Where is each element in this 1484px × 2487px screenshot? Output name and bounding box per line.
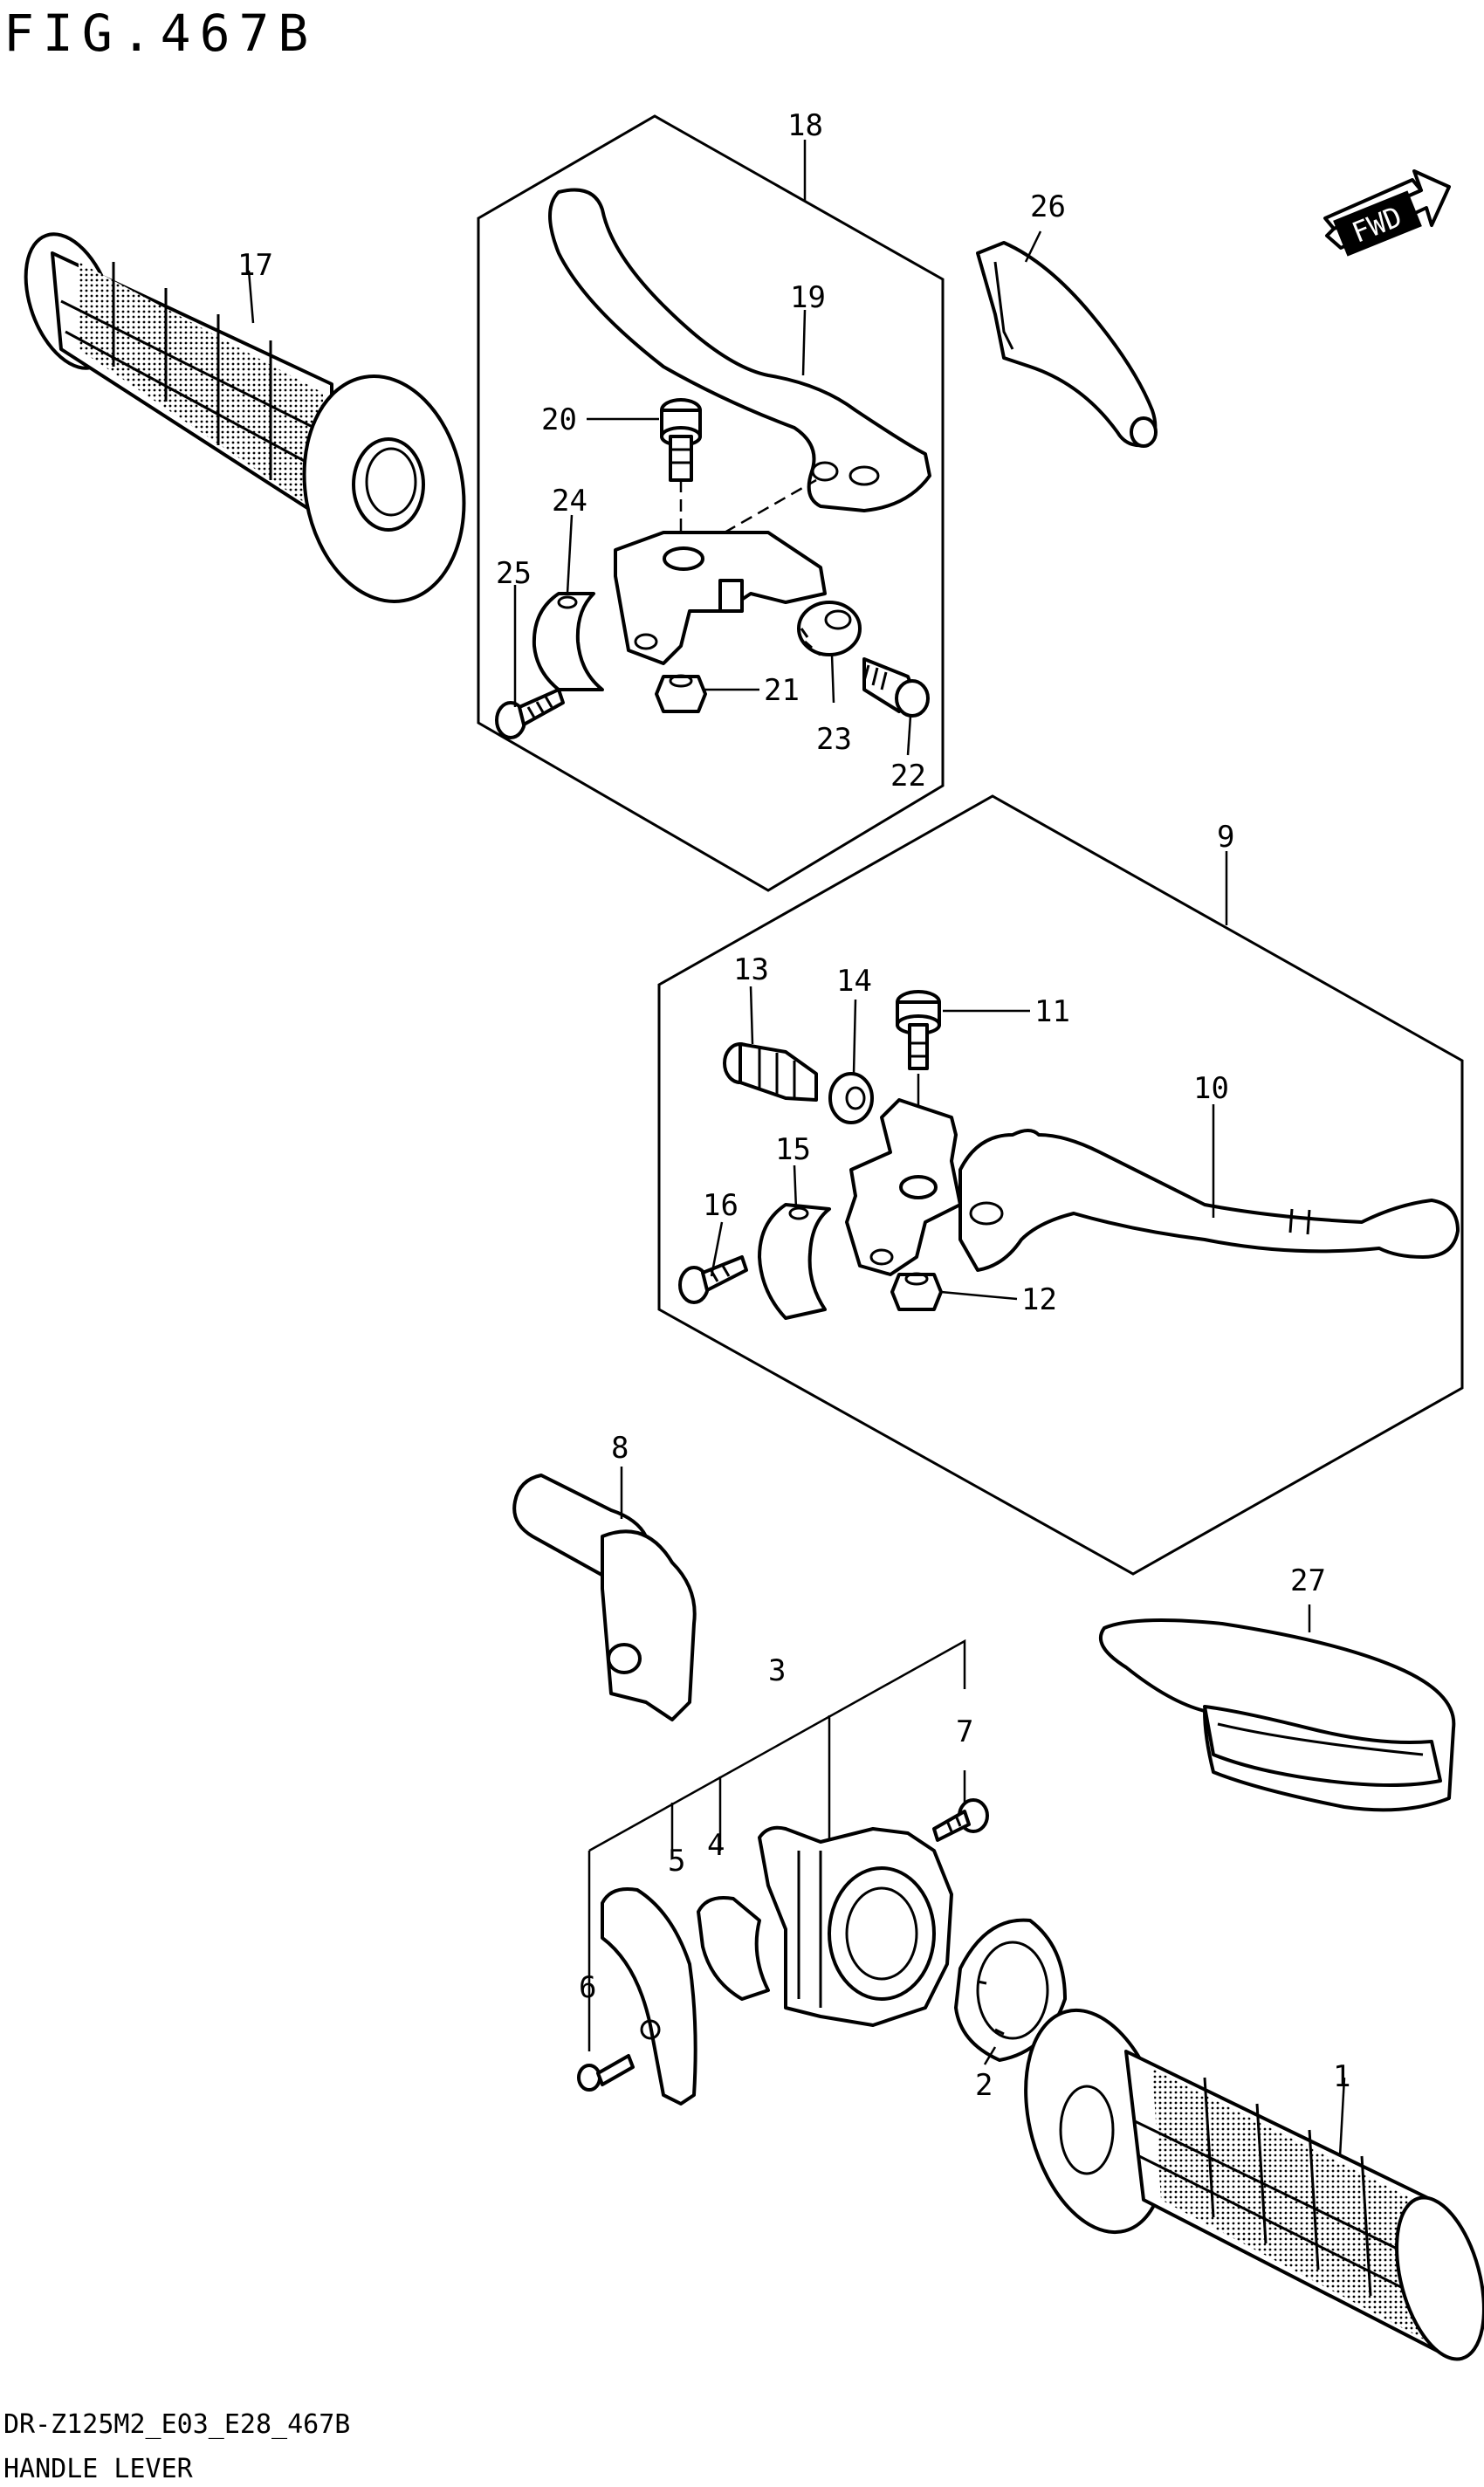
brake-lever-part bbox=[548, 188, 931, 512]
leader-3-assembly bbox=[587, 1639, 966, 2051]
callout-23: 23 bbox=[816, 722, 852, 757]
callout-5: 5 bbox=[668, 1844, 685, 1879]
callout-9: 9 bbox=[1217, 820, 1234, 855]
group-box-18 bbox=[477, 114, 945, 892]
callout-21: 21 bbox=[764, 673, 800, 708]
hand-guard-part bbox=[1099, 1618, 1456, 1812]
callout-16: 16 bbox=[703, 1188, 739, 1223]
callout-25: 25 bbox=[496, 556, 532, 591]
callout-2: 2 bbox=[975, 2068, 993, 2103]
leader-lines bbox=[247, 140, 1346, 2157]
clutch-adjuster-screw-part bbox=[723, 1042, 818, 1102]
switch-screw-part bbox=[932, 1798, 989, 1842]
grip-right-part bbox=[1024, 2008, 1484, 2361]
callout-8: 8 bbox=[611, 1431, 629, 1466]
callout-12: 12 bbox=[1021, 1282, 1057, 1317]
pivot-bolt-part bbox=[660, 398, 702, 482]
fwd-arrow-icon: FWD bbox=[1323, 169, 1451, 257]
callout-labels: 1 2 3 4 5 6 7 8 9 10 11 12 13 14 15 16 1… bbox=[237, 108, 1350, 2103]
lever-clamp-part bbox=[532, 592, 604, 691]
section-name: HANDLE LEVER bbox=[3, 2454, 194, 2484]
callout-4: 4 bbox=[707, 1828, 725, 1863]
callout-24: 24 bbox=[552, 484, 587, 519]
grip-left-part bbox=[24, 232, 466, 603]
clutch-lever-bracket-part bbox=[845, 1098, 962, 1276]
adjuster-ring-part bbox=[797, 601, 862, 656]
clutch-lever-part bbox=[958, 1129, 1460, 1272]
adjuster-bolt-part bbox=[862, 657, 930, 718]
callout-27: 27 bbox=[1290, 1563, 1326, 1598]
callout-17: 17 bbox=[237, 248, 273, 283]
callout-14: 14 bbox=[836, 964, 872, 999]
lever-nut-part bbox=[655, 674, 707, 713]
lever-cover-part bbox=[976, 241, 1158, 448]
throttle-collar-part bbox=[697, 1896, 770, 2001]
figure-title: FIG.467B bbox=[3, 3, 317, 63]
callout-20: 20 bbox=[541, 402, 577, 437]
callout-6: 6 bbox=[579, 1970, 596, 2005]
throttle-cover-part bbox=[601, 1887, 697, 2106]
clutch-nut-part bbox=[890, 1272, 943, 1311]
throttle-housing-part bbox=[758, 1825, 953, 2027]
callout-26: 26 bbox=[1030, 189, 1066, 224]
clutch-clamp-bolt-part bbox=[678, 1255, 748, 1304]
callout-22: 22 bbox=[890, 759, 926, 794]
callout-19: 19 bbox=[790, 280, 826, 315]
callout-13: 13 bbox=[733, 952, 769, 987]
callout-3: 3 bbox=[768, 1653, 786, 1688]
cover-screw-part bbox=[577, 2054, 635, 2092]
clamp-bolt-part bbox=[495, 688, 565, 739]
clutch-pivot-bolt-part bbox=[896, 990, 941, 1070]
callout-1: 1 bbox=[1333, 2059, 1350, 2094]
clutch-lock-nut-part bbox=[828, 1072, 874, 1124]
brake-lever-bracket-part bbox=[614, 531, 827, 665]
group-box-9 bbox=[657, 794, 1464, 1576]
cable-cover-part bbox=[512, 1474, 697, 1721]
throttle-ring-part bbox=[954, 1918, 1067, 2062]
clutch-clamp-part bbox=[758, 1203, 831, 1320]
callout-15: 15 bbox=[775, 1132, 811, 1167]
callout-7: 7 bbox=[956, 1714, 973, 1749]
callout-10: 10 bbox=[1193, 1071, 1229, 1106]
callout-11: 11 bbox=[1034, 994, 1070, 1029]
callout-18: 18 bbox=[787, 108, 823, 143]
model-code: DR-Z125M2_E03_E28_467B bbox=[3, 2409, 350, 2440]
